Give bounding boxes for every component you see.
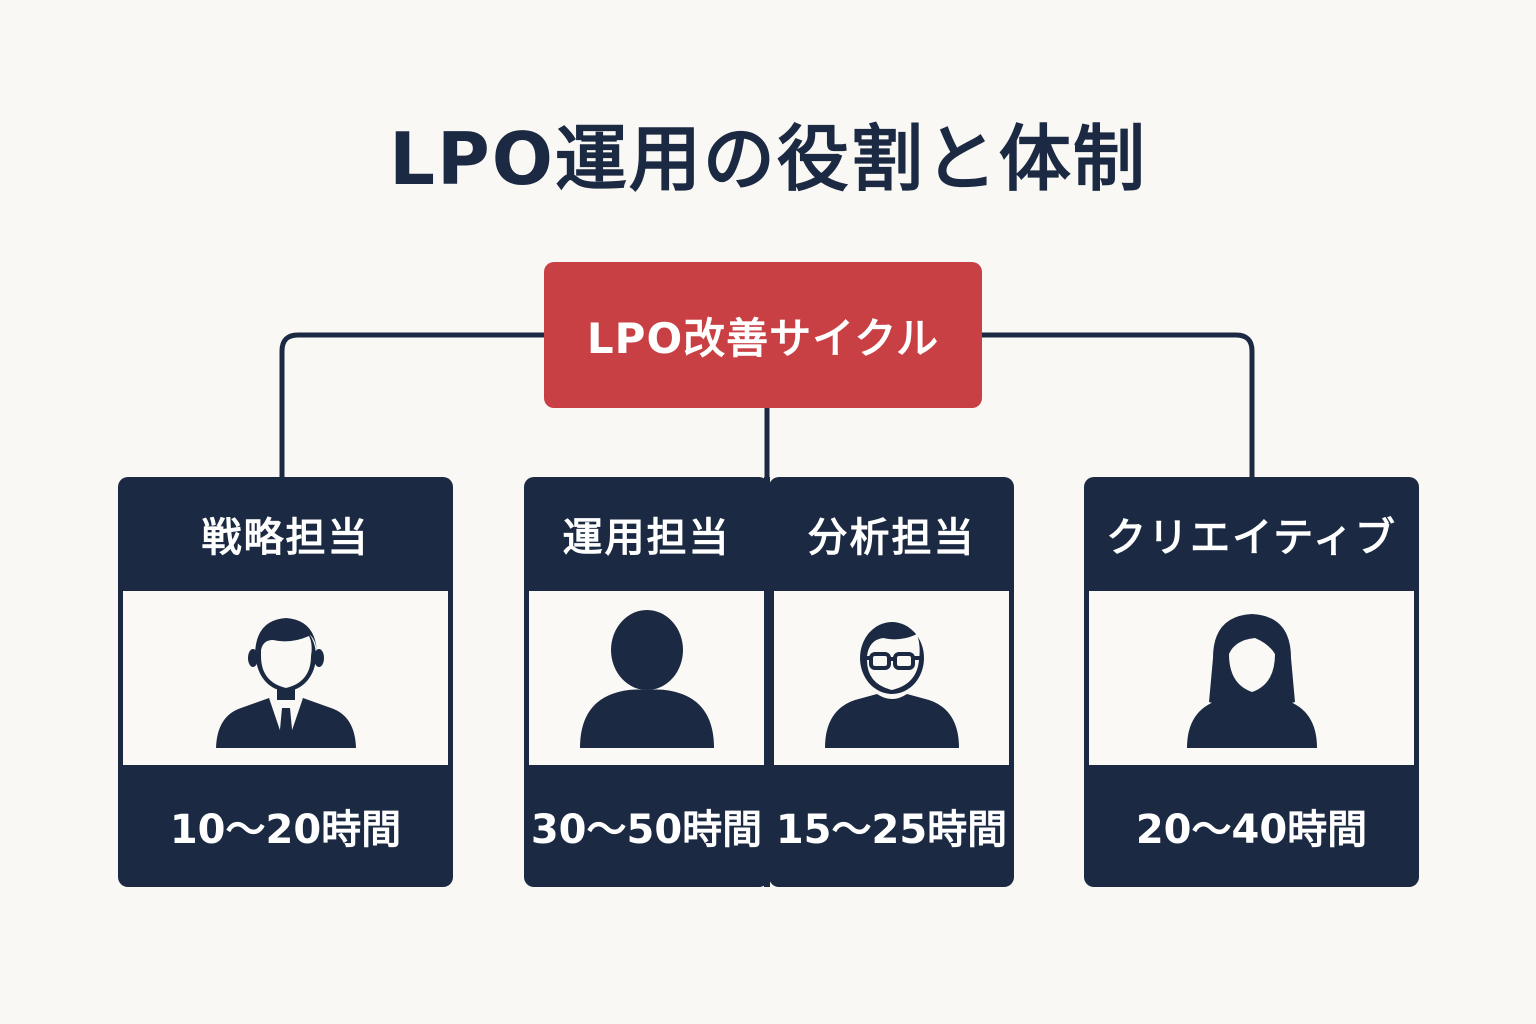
role-hours: 15〜25時間 bbox=[775, 807, 1008, 853]
role-name: 運用担当 bbox=[562, 515, 731, 561]
person-glasses-icon bbox=[824, 622, 959, 748]
role-hours: 10〜20時間 bbox=[169, 807, 402, 853]
page-title: LPO運用の役割と体制 bbox=[389, 117, 1147, 201]
role-image bbox=[774, 591, 1009, 765]
connector-left bbox=[279, 332, 544, 477]
connector-right bbox=[982, 332, 1255, 477]
role-image bbox=[529, 591, 764, 765]
role-card-analysis: 分析担当 15〜25時間 bbox=[769, 477, 1014, 887]
role-name: クリエイティブ bbox=[1106, 515, 1397, 561]
role-hours: 20〜40時間 bbox=[1135, 807, 1368, 853]
person-icon bbox=[579, 610, 714, 748]
role-hours: 30〜50時間 bbox=[530, 807, 763, 853]
role-image bbox=[1089, 591, 1414, 765]
role-name: 分析担当 bbox=[807, 515, 976, 561]
role-card-creative: クリエイティブ 20〜40時間 bbox=[1084, 477, 1419, 887]
role-image bbox=[123, 591, 448, 765]
woman-icon bbox=[1186, 614, 1317, 748]
role-card-operations: 運用担当 30〜50時間 bbox=[524, 477, 769, 887]
hub-box: LPO改善サイクル bbox=[544, 262, 982, 408]
role-card-strategy: 戦略担当 10〜20時間 bbox=[118, 477, 453, 887]
businessman-icon bbox=[215, 618, 356, 748]
role-name: 戦略担当 bbox=[201, 515, 370, 561]
card-divider bbox=[764, 477, 770, 887]
hub-label: LPO改善サイクル bbox=[586, 313, 940, 363]
